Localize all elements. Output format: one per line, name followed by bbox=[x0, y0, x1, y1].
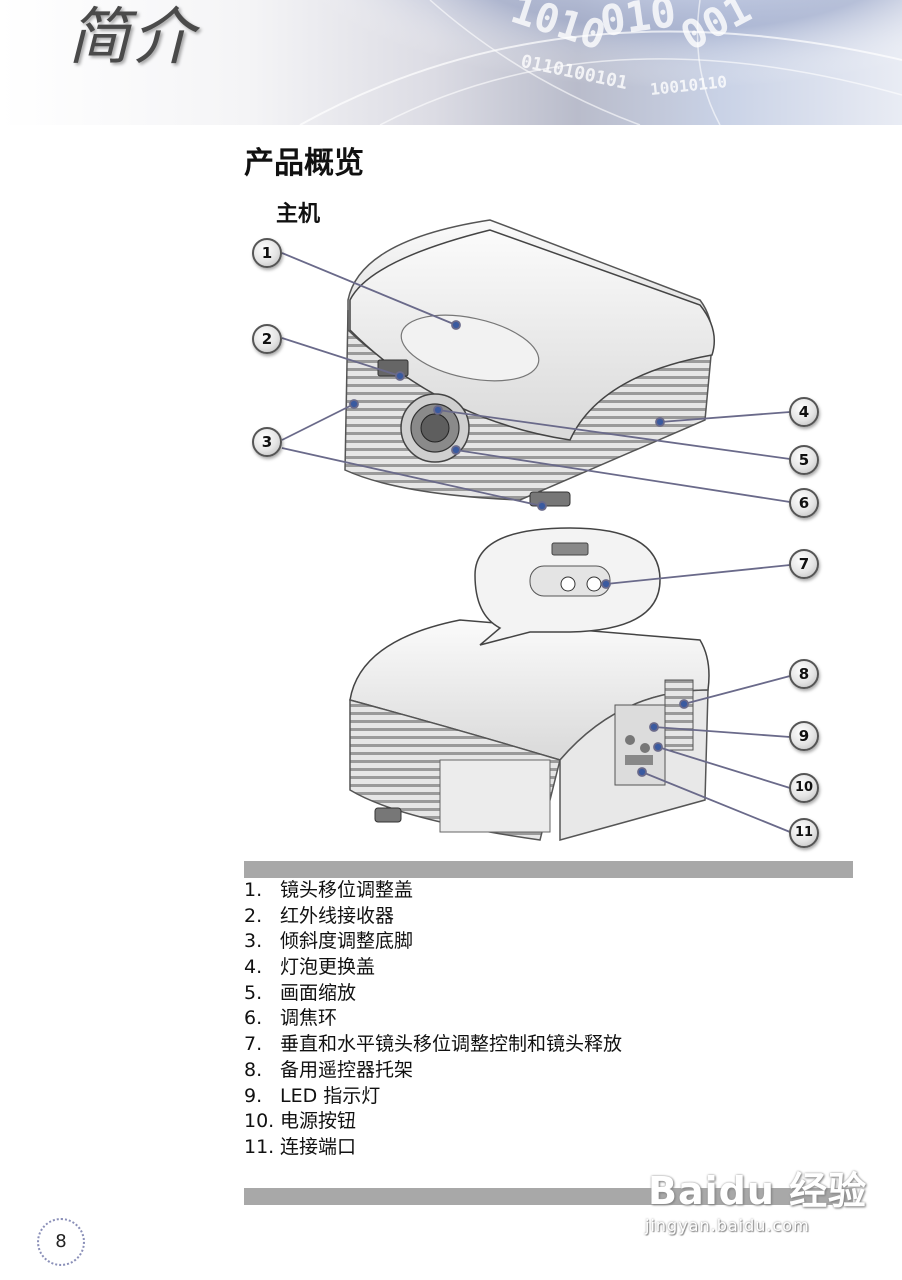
list-item: 3.倾斜度调整底脚 bbox=[244, 930, 414, 953]
watermark-logo: Baidu 经验 bbox=[648, 1169, 868, 1213]
callout-1: 1 bbox=[252, 238, 282, 268]
callout-6: 6 bbox=[789, 488, 819, 518]
section-title: 产品概览 bbox=[244, 146, 364, 181]
divider-bottom bbox=[244, 1188, 853, 1205]
banner-globe-graphic bbox=[270, 0, 902, 125]
callout-3: 3 bbox=[252, 427, 282, 457]
parts-list: 1.镜头移位调整盖 2.红外线接收器 3.倾斜度调整底脚 4.灯泡更换盖 5.画… bbox=[244, 878, 622, 1161]
list-item: 1.镜头移位调整盖 bbox=[244, 879, 414, 901]
callout-10: 10 bbox=[789, 773, 819, 803]
page-title: 简介 bbox=[68, 0, 197, 73]
callout-7: 7 bbox=[789, 549, 819, 579]
projector-front-view bbox=[344, 219, 715, 507]
callout-9: 9 bbox=[789, 721, 819, 751]
callout-lines bbox=[281, 252, 791, 833]
callout-4: 4 bbox=[789, 397, 819, 427]
projector-rear-view bbox=[349, 527, 710, 841]
list-item: 7.垂直和水平镜头移位调整控制和镜头释放 bbox=[244, 1033, 623, 1056]
projector-illustration bbox=[281, 219, 791, 841]
list-item: 9.LED 指示灯 bbox=[244, 1084, 381, 1107]
page-number: 8 bbox=[37, 1218, 85, 1266]
divider-top bbox=[244, 861, 853, 878]
callout-2: 2 bbox=[252, 324, 282, 354]
callout-11: 11 bbox=[789, 818, 819, 848]
list-item: 6.调焦环 bbox=[244, 1007, 338, 1030]
callout-8: 8 bbox=[789, 659, 819, 689]
header-banner: 1010 010 001 0110100101 10010110 简介 bbox=[0, 0, 902, 125]
list-item: 4.灯泡更换盖 bbox=[244, 956, 376, 979]
list-item: 11.连接端口 bbox=[244, 1135, 357, 1158]
list-item: 10.电源按钮 bbox=[244, 1110, 357, 1133]
watermark-url: jingyan.baidu.com bbox=[645, 1216, 810, 1235]
list-item: 5.画面缩放 bbox=[244, 981, 357, 1004]
list-item: 2.红外线接收器 bbox=[244, 904, 395, 927]
callout-5: 5 bbox=[789, 445, 819, 475]
list-item: 8.备用遥控器托架 bbox=[244, 1058, 414, 1081]
section-subtitle: 主机 bbox=[276, 202, 321, 227]
